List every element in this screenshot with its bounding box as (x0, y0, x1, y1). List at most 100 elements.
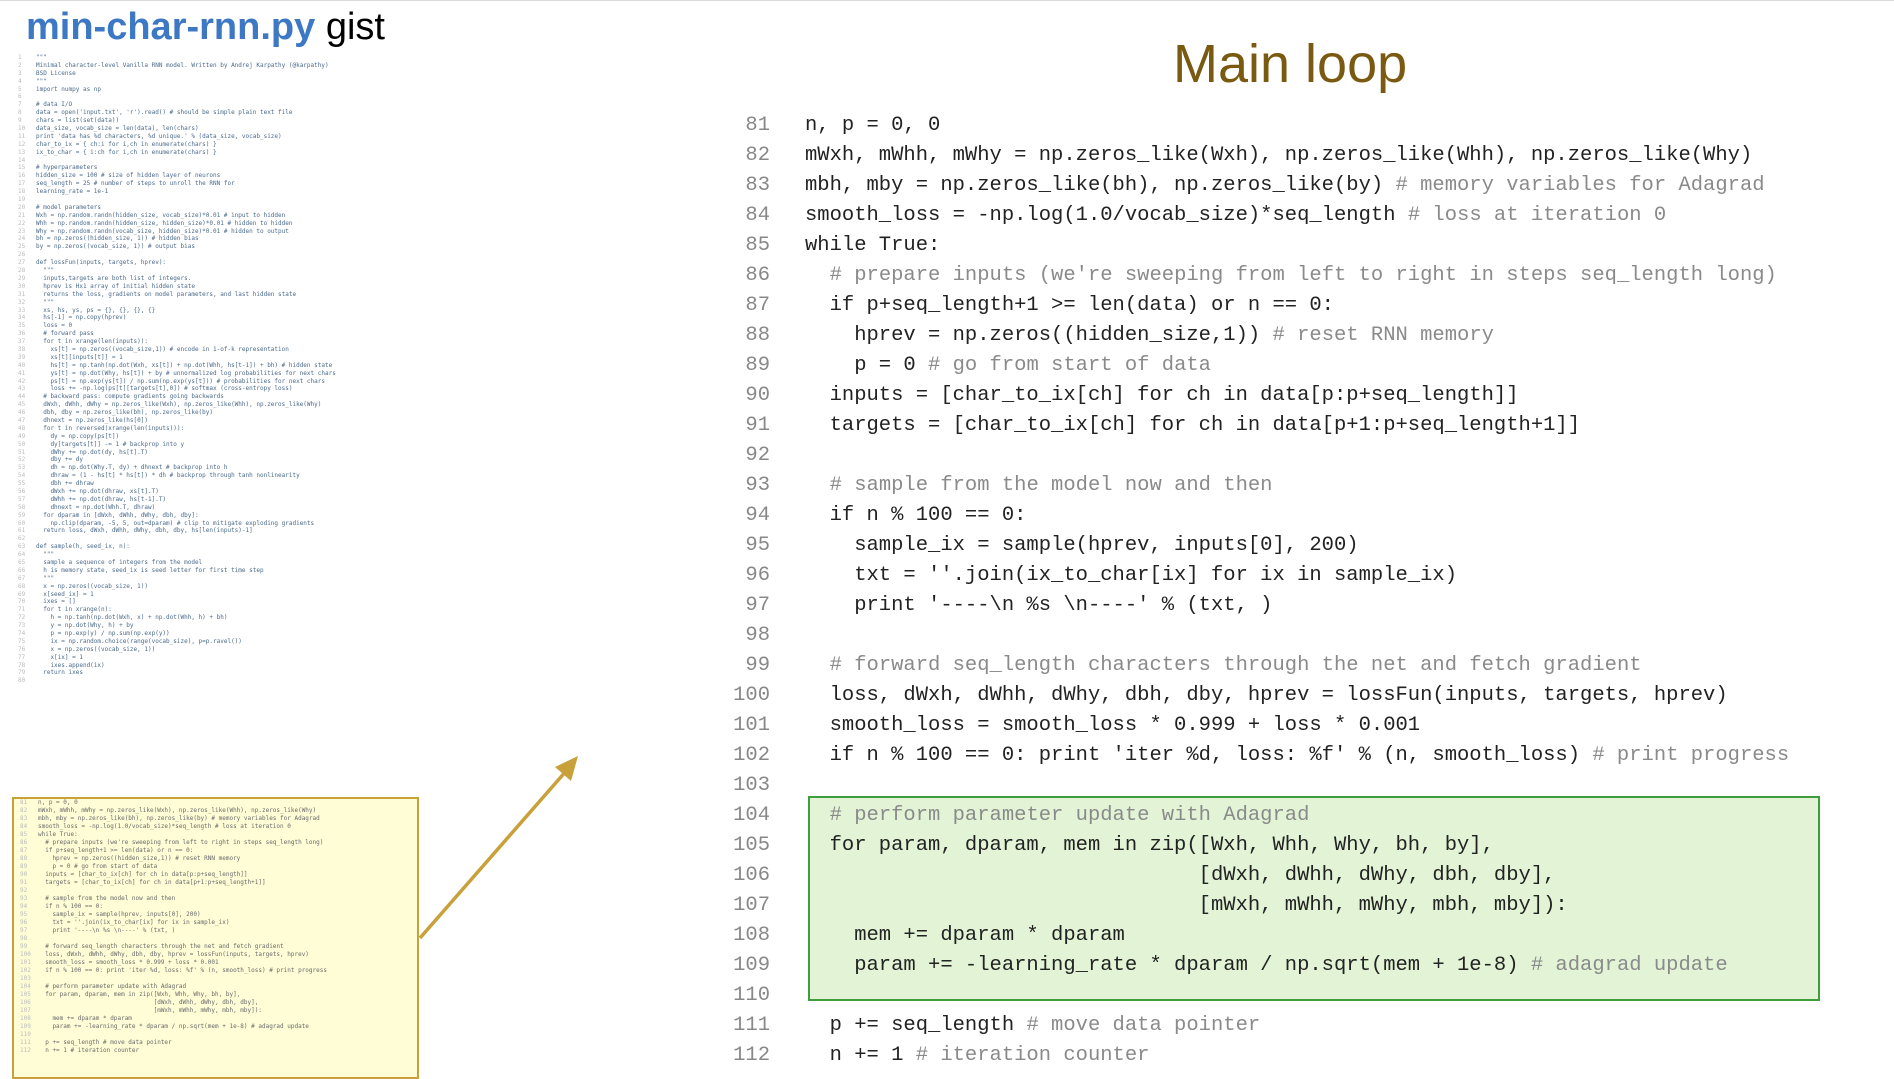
line-number: 105 (733, 834, 770, 857)
mini-code-line: 102 if n % 100 == 0: print 'iter %d, los… (20, 967, 327, 974)
mini-code-line: 26 (18, 251, 26, 259)
mini-code-line: 6 (18, 93, 22, 101)
line-number: 99 (745, 654, 770, 677)
mini-code-line: 91 targets = [char_to_ix[ch] for ch in d… (20, 879, 266, 886)
code-line: 94 if n % 100 == 0: (730, 501, 1026, 531)
mini-code-line: 37 for t in xrange(len(inputs)): (18, 338, 148, 346)
mini-code-line: 38 xs[t] = np.zeros((vocab_size,1)) # en… (18, 345, 289, 353)
line-number: 100 (733, 684, 770, 707)
mini-code-line: 105 for param, dparam, mem in zip([Wxh, … (20, 991, 241, 998)
line-number: 109 (733, 954, 770, 977)
mini-code-line: 31 returns the loss, gradients on model … (18, 290, 297, 298)
mini-code-line: 104 # perform parameter update with Adag… (20, 983, 187, 990)
mini-code-line: 48 for t in reversed(xrange(len(inputs))… (18, 424, 185, 432)
code-text: hprev = np.zeros((hidden_size,1)) # rese… (805, 324, 1494, 347)
mini-code-line: 40 hs[t] = np.tanh(np.dot(Wxh, xs[t]) + … (18, 361, 333, 369)
mini-code-line: 60 np.clip(dparam, -5, 5, out=dparam) # … (18, 519, 315, 527)
line-number: 84 (745, 204, 770, 227)
mini-code-line: 98 (20, 935, 28, 942)
main-title: Main loop (1173, 34, 1408, 94)
mini-code-line: 89 p = 0 # go from start of data (20, 863, 158, 870)
code-text: sample_ix = sample(hprev, inputs[0], 200… (805, 534, 1359, 557)
code-text: mem += dparam * dparam (805, 924, 1125, 947)
code-text: if n % 100 == 0: print 'iter %d, loss: %… (805, 744, 1790, 767)
mini-code-line: 33 xs, hs, ys, ps = {}, {}, {}, {} (18, 306, 156, 314)
mini-code-line: 75 ix = np.random.choice(range(vocab_siz… (18, 637, 242, 645)
code-text: smooth_loss = smooth_loss * 0.999 + loss… (805, 714, 1421, 737)
mini-code-line: 88 hprev = np.zeros((hidden_size,1)) # r… (20, 855, 241, 862)
code-text: if n % 100 == 0: (805, 504, 1027, 527)
code-line: 93 # sample from the model now and then (730, 471, 1272, 501)
mini-code-line: 7# data I/O (18, 101, 73, 109)
mini-code-line: 43 loss += -np.log(ps[t][targets[t],0]) … (18, 385, 293, 393)
gist-filename[interactable]: min-char-rnn.py (26, 6, 316, 48)
mini-code-line: 52 dby += dy (18, 456, 83, 464)
mini-code-line: 95 sample_ix = sample(hprev, inputs[0], … (20, 911, 201, 918)
code-line: 112 n += 1 # iteration counter (730, 1041, 1149, 1071)
mini-code-line: 35 loss = 0 (18, 322, 73, 330)
code-line: 90 inputs = [char_to_ix[ch] for ch in da… (730, 381, 1518, 411)
mini-code-line: 36 # forward pass (18, 330, 94, 338)
code-line: 96 txt = ''.join(ix_to_char[ix] for ix i… (730, 561, 1457, 591)
line-number: 103 (733, 774, 770, 797)
mini-code-line: 58 dhnext = np.dot(Whh.T, dhraw) (18, 503, 156, 511)
line-number: 92 (745, 444, 770, 467)
mini-code-line: 108 mem += dparam * dparam (20, 1015, 132, 1022)
line-number: 107 (733, 894, 770, 917)
mini-code-line: 92 (20, 887, 28, 894)
mini-code-line: 66 h is memory state, seed_ix is seed le… (18, 566, 264, 574)
mini-code-line: 65 sample a sequence of integers from th… (18, 559, 203, 566)
code-text: # perform parameter update with Adagrad (829, 804, 1310, 827)
mini-code-line: 106 [dWxh, dWhh, dWhy, dbh, dby], (20, 999, 259, 1006)
mini-code-line: 55 dbh += dhraw (18, 480, 94, 488)
code-text: smooth_loss = -np.log(1.0/vocab_size)*se… (805, 204, 1667, 227)
mini-code-line: 109 param += -learning_rate * dparam / n… (20, 1023, 309, 1030)
line-number: 87 (745, 294, 770, 317)
mini-code-line: 76 x = np.zeros((vocab_size, 1)) (18, 645, 156, 653)
line-number: 81 (745, 114, 770, 137)
code-line: 89 p = 0 # go from start of data (730, 351, 1211, 381)
mini-code-line: 97 print '----\n %s \n----' % (txt, ) (20, 927, 176, 934)
mini-code-line: 41 ys[t] = np.dot(Why, hs[t]) + by # unn… (18, 369, 336, 377)
code-line: 102 if n % 100 == 0: print 'iter %d, los… (730, 741, 1789, 771)
mini-code-line: 4""" (18, 77, 47, 85)
code-text: inputs = [char_to_ix[ch] for ch in data[… (805, 384, 1519, 407)
mini-code-line: 96 txt = ''.join(ix_to_char[ix] for ix i… (20, 919, 230, 926)
code-line: 100 loss, dWxh, dWhh, dWhy, dbh, dby, hp… (730, 681, 1728, 711)
code-text: [mWxh, mWhh, mWhy, mbh, mby]): (805, 894, 1568, 917)
mini-code-line: 64 """ (18, 551, 55, 559)
mini-code-line: 44 # backward pass: compute gradients go… (18, 393, 224, 401)
line-number: 93 (745, 474, 770, 497)
code-text: loss, dWxh, dWhh, dWhy, dbh, dby, hprev … (805, 684, 1728, 707)
code-line: 97 print '----\n %s \n----' % (txt, ) (730, 591, 1272, 621)
mini-code-line: 56 dWxh += np.dot(dhraw, xs[t].T) (18, 487, 159, 495)
line-number: 94 (745, 504, 770, 527)
line-number: 111 (733, 1014, 770, 1037)
mini-code-line: 39 xs[t][inputs[t]] = 1 (18, 353, 123, 361)
mini-code-line: 32 """ (18, 298, 55, 306)
line-number: 90 (745, 384, 770, 407)
code-text: param += -learning_rate * dparam / np.sq… (805, 954, 1728, 977)
mini-code-line: 72 h = np.tanh(np.dot(Wxh, x) + np.dot(W… (18, 614, 228, 622)
mini-code-line: 68 x = np.zeros((vocab_size, 1)) (18, 582, 148, 590)
code-text: targets = [char_to_ix[ch] for ch in data… (805, 414, 1581, 437)
